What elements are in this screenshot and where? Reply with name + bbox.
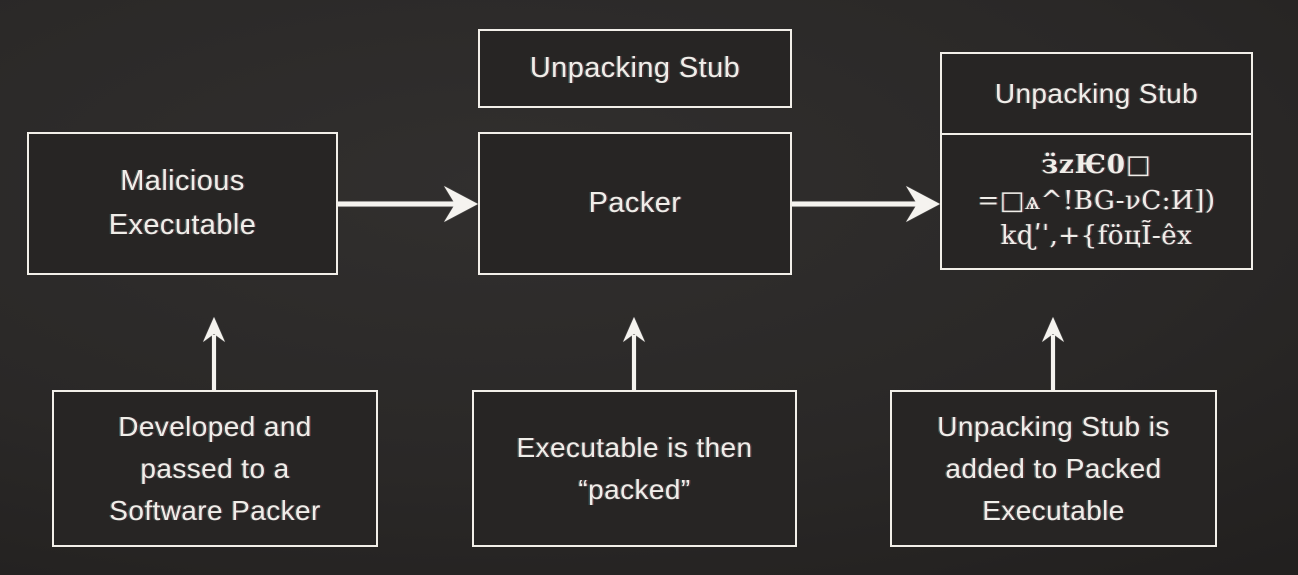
arrow-right-icon xyxy=(338,186,478,222)
packer-box: Packer xyxy=(478,132,792,275)
arrow-up-icon xyxy=(203,317,225,391)
arrow-up-icon xyxy=(1042,317,1064,391)
packed-executable-header: Unpacking Stub xyxy=(942,54,1251,135)
packed-executable-box: Unpacking Stub ӟzѤ0□ =□ѧ^!BG-νC:И]) kɖʹˈ… xyxy=(940,52,1253,270)
packed-executable-header-label: Unpacking Stub xyxy=(994,77,1199,109)
malicious-executable-label: Malicious Executable xyxy=(108,165,257,241)
garbled-line-1: ӟzѤ0□ xyxy=(1041,149,1152,180)
note-packed-box: Executable is then “packed” xyxy=(472,390,797,547)
note-developed-label: Developed and passed to a Software Packe… xyxy=(109,410,321,526)
garbled-line-3: kɖʹˈ,+{föцĨ-êx xyxy=(1000,221,1193,252)
unpacking-stub-label: Unpacking Stub xyxy=(529,52,741,84)
garbled-line-2: =□ѧ^!BG-νC:И]) xyxy=(977,185,1216,216)
malicious-executable-box: Malicious Executable xyxy=(27,132,338,275)
arrow-up-icon xyxy=(623,317,645,391)
note-developed-box: Developed and passed to a Software Packe… xyxy=(52,390,378,547)
arrow-right-icon xyxy=(792,186,940,222)
packer-label: Packer xyxy=(588,187,682,219)
note-packed-label: Executable is then “packed” xyxy=(516,431,753,505)
garbled-bytes-block: ӟzѤ0□ =□ѧ^!BG-νC:И]) kɖʹˈ,+{föцĨ-êx xyxy=(942,135,1251,268)
note-stub-added-label: Unpacking Stub is added to Packed Execut… xyxy=(937,410,1170,526)
unpacking-stub-box: Unpacking Stub xyxy=(478,29,792,108)
note-stub-added-box: Unpacking Stub is added to Packed Execut… xyxy=(890,390,1217,547)
